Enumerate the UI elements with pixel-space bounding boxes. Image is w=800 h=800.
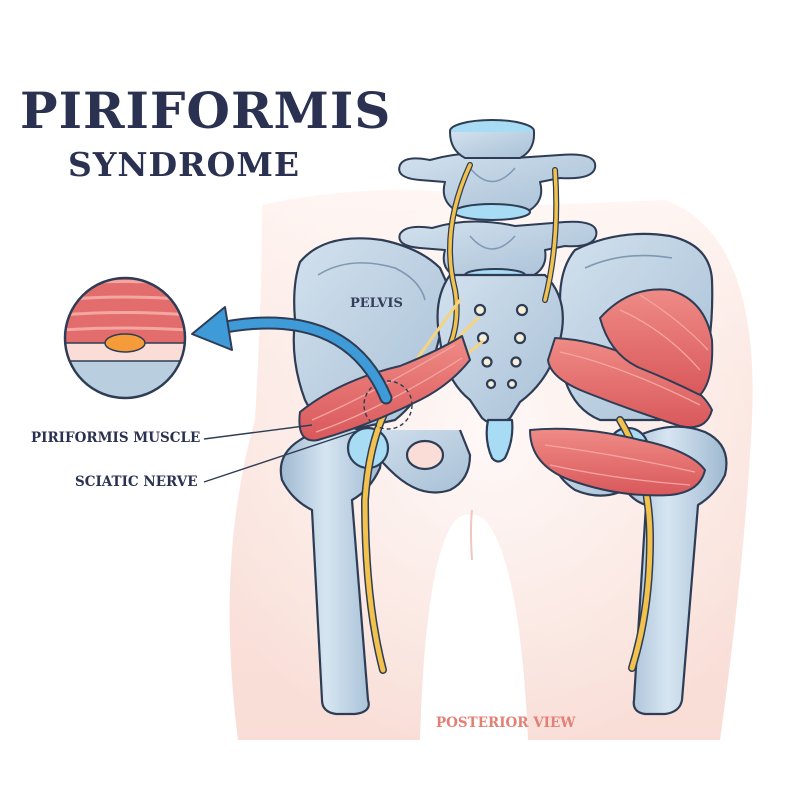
- compression-highlight: [363, 380, 413, 430]
- label-sciatic-nerve: SCIATIC NERVE: [75, 474, 198, 490]
- label-view: POSTERIOR VIEW: [436, 715, 576, 731]
- page-title: PIRIFORMIS: [20, 81, 392, 140]
- label-pelvis: PELVIS: [350, 296, 403, 311]
- leader-line-nerve: [203, 429, 361, 483]
- page-subtitle: SYNDROME: [68, 145, 301, 184]
- arrow-to-inset: [191, 306, 393, 405]
- label-piriformis-muscle: PIRIFORMIS MUSCLE: [31, 430, 201, 446]
- leader-line-muscle: [203, 424, 313, 440]
- inset-magnified-view: [63, 276, 187, 400]
